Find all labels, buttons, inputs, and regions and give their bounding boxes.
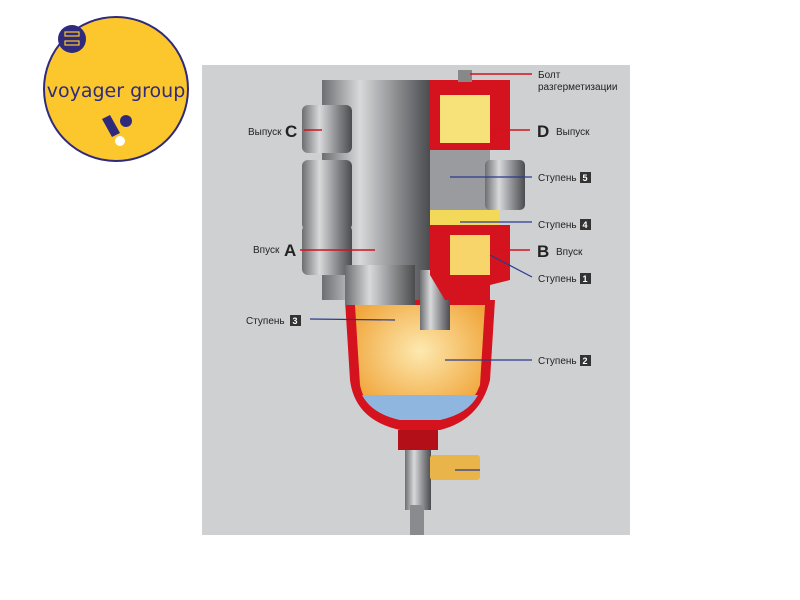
voyager-group-logo: voyager group [43,16,189,162]
stage5-number: 5 [583,173,588,183]
head-base [345,265,415,305]
side-mount [302,160,352,230]
label-stage4: Ступень [538,220,577,231]
stage4-element [430,210,500,225]
stage3-number: 3 [293,316,298,326]
water-layer [362,395,478,420]
label-c-letter: C [285,122,297,141]
drain-fitting [430,455,480,480]
label-c-word: Выпуск [248,127,282,138]
fuel-chamber [355,305,485,420]
label-a-word: Впуск [253,245,280,256]
stage5-element [430,150,490,210]
label-d-letter: D [537,122,549,141]
right-mount [485,160,525,210]
stage2-number: 2 [583,356,588,366]
label-bolt-line1: Болт [538,70,561,81]
label-bolt-line2: разгерметизации [538,82,617,93]
label-b-word: Впуск [556,247,583,258]
port-c [302,105,352,153]
label-stage1: Ступень [538,274,577,285]
label-stage3: Ступень [246,316,285,327]
bleed-bolt [458,70,472,82]
drain-valve [405,450,431,510]
label-stage5: Ступень [538,173,577,184]
stage1-number: 1 [583,274,588,284]
label-b-letter: B [537,242,549,261]
stage4-number: 4 [583,220,588,230]
label-a-letter: A [284,241,296,260]
drain-neck [398,430,438,450]
label-d-word: Выпуск [556,127,590,138]
top-element [440,95,490,143]
drain-nozzle [410,505,424,535]
logo-text: voyager group [47,80,186,102]
label-stage2: Ступень [538,356,577,367]
stage1-chamber [450,235,490,275]
logo-badge-icon [58,25,86,53]
